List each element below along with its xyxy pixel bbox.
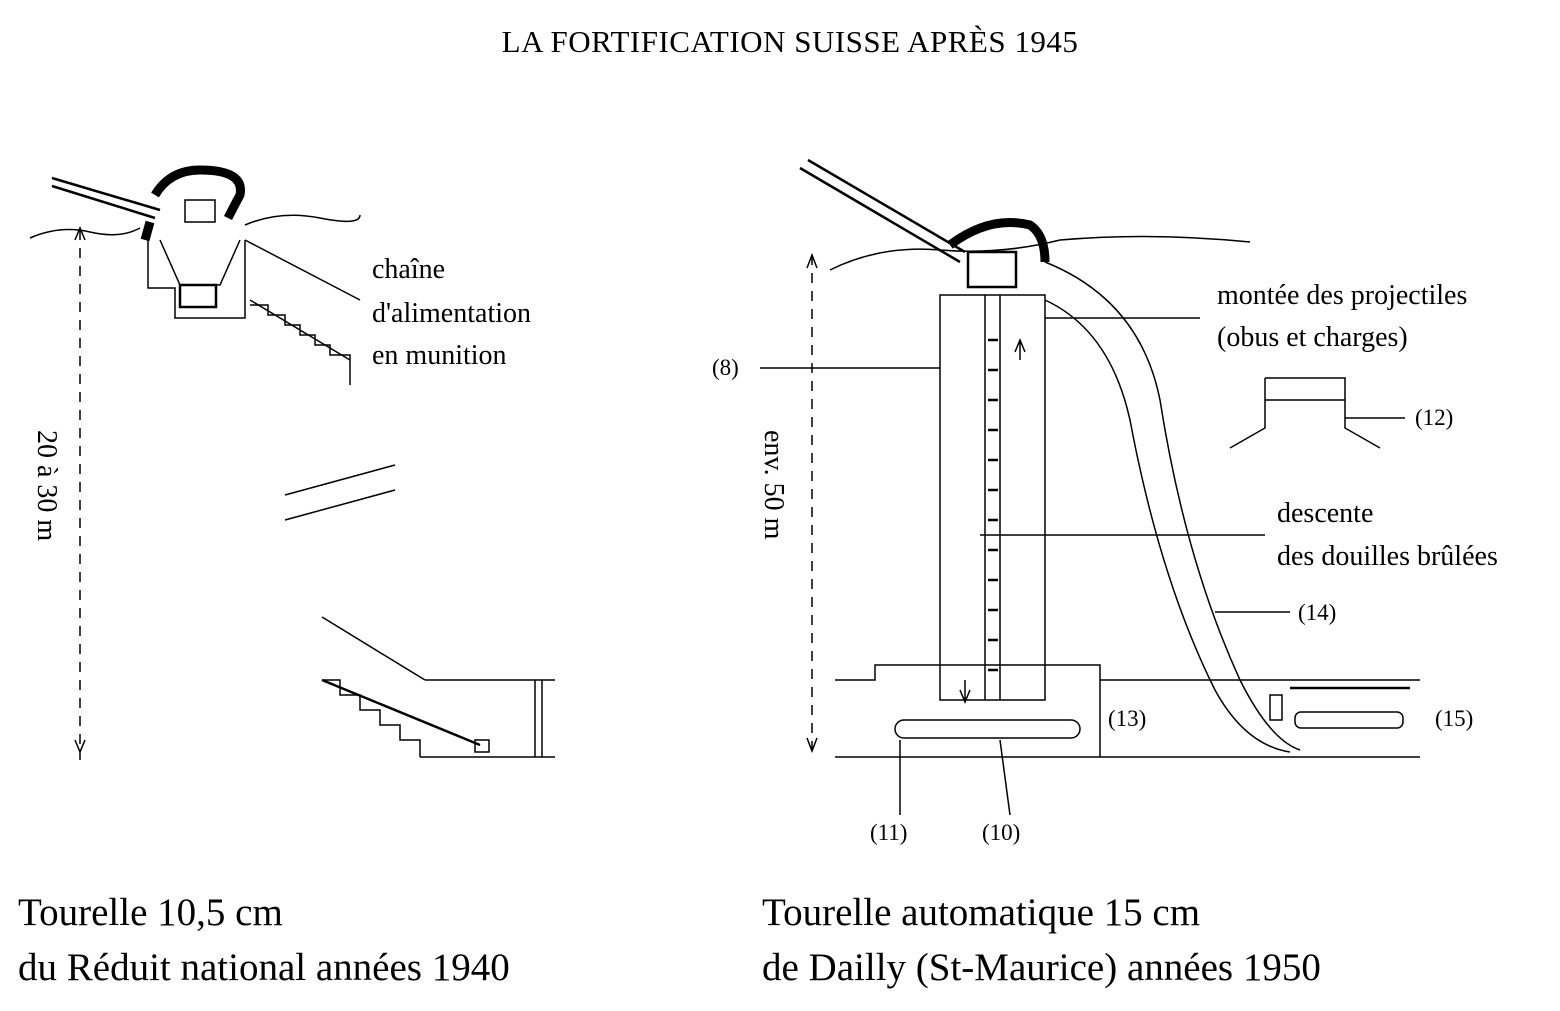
ref-11: (11) — [870, 820, 907, 845]
ref-8: (8) — [712, 355, 739, 380]
right-turret-drawing — [760, 158, 1420, 816]
right-caption-line-1: Tourelle automatique 15 cm — [762, 891, 1200, 934]
descente-line-2: des douilles brûlées — [1277, 541, 1498, 572]
diagram-title: LA FORTIFICATION SUISSE APRÈS 1945 — [502, 24, 1079, 59]
left-caption-line-1: Tourelle 10,5 cm — [18, 891, 283, 934]
ref-13: (13) — [1108, 706, 1146, 731]
gun-barrel — [799, 166, 961, 264]
ground-line-right — [829, 235, 1251, 271]
left-label-line-3: en munition — [372, 340, 507, 371]
right-caption-line-2: de Dailly (St-Maurice) années 1950 — [762, 946, 1321, 989]
left-height-label: 20 à 30 m — [31, 430, 62, 541]
turret-dome — [151, 165, 245, 221]
right-height-label: env. 50 m — [758, 430, 789, 540]
left-label-line-2: d'alimentation — [372, 298, 531, 329]
ref-15: (15) — [1435, 706, 1473, 731]
ref-14: (14) — [1298, 600, 1336, 625]
shaft-rungs — [988, 338, 998, 672]
left-turret-drawing — [29, 165, 555, 760]
supply-chain-line — [244, 239, 361, 301]
left-label-line-1: chaîne — [372, 254, 445, 285]
montee-line-2: (obus et charges) — [1217, 322, 1408, 353]
turret-dome — [947, 218, 1050, 263]
casing-chute — [1044, 261, 1301, 751]
ground-line-left — [29, 227, 141, 239]
conveyor-10 — [894, 719, 1081, 739]
montee-line-1: montée des projectiles — [1217, 280, 1467, 311]
gun-barrel — [51, 176, 161, 212]
ref-15-carriage — [1294, 711, 1404, 729]
descente-line-1: descente — [1277, 498, 1373, 529]
ref-10: (10) — [982, 820, 1020, 845]
ref-12-hopper — [1229, 377, 1381, 449]
left-caption-line-2: du Réduit national années 1940 — [18, 946, 510, 989]
ammo-shaft — [939, 294, 1046, 701]
ref-12: (12) — [1415, 405, 1453, 430]
